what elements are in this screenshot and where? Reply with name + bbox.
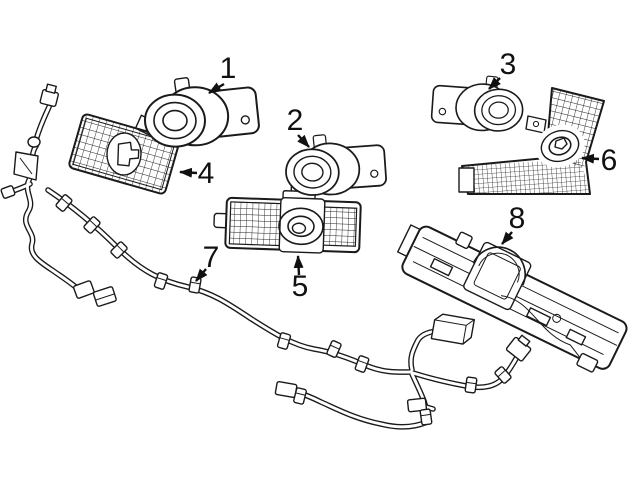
part-8-bracket-assembly [397,224,628,373]
callout-arrows [179,76,600,282]
harness-connector [39,83,59,108]
callout-arrow-6 [581,153,600,164]
callout-labels: 1 2 3 4 5 6 7 8 [198,48,618,303]
callout-label-8: 8 [509,202,526,235]
callout-label-7: 7 [203,241,220,274]
harness-connector [92,286,117,307]
part-1-parking-sensor [143,74,263,151]
harness-connector [274,380,298,399]
harness-clip [0,185,16,199]
callout-label-2: 2 [287,104,304,137]
callout-label-6: 6 [601,144,618,177]
harness-connector [406,397,428,413]
part-5-grille-sensor-mount [213,185,362,254]
callout-label-3: 3 [500,48,517,81]
callout-arrow-2 [297,134,310,148]
harness-connector [73,280,95,299]
harness-connector-main [430,313,476,345]
part-7-wiring-harness [0,83,532,426]
callout-arrow-4 [179,167,198,178]
callout-arrow-3 [488,76,502,90]
callout-arrow-1 [208,82,225,95]
callout-arrow-5 [293,255,304,276]
part-3-parking-sensor [427,72,525,137]
part-2-parking-sensor [283,131,391,202]
callout-arrow-8 [501,231,514,245]
callout-label-4: 4 [198,157,215,190]
callout-label-1: 1 [220,52,237,85]
part-6-grille-insert [458,87,605,195]
callout-arrow-7 [195,268,208,282]
harness-connector [505,334,532,362]
callout-label-5: 5 [292,270,309,303]
